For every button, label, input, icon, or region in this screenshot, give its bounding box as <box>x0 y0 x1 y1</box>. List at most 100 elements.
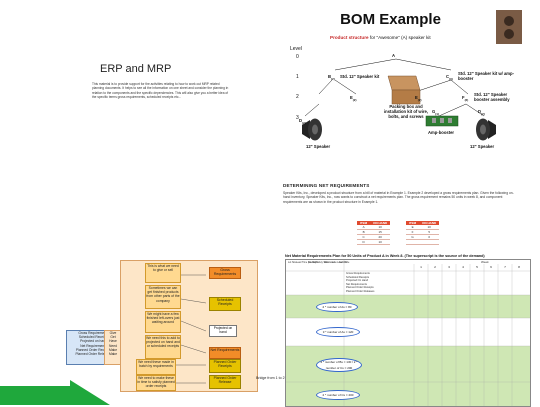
node-g: G(1) <box>432 109 439 116</box>
mrp-verbs-list: Give Get Have Need Make Make <box>104 330 122 365</box>
col-lot-size: Lot Size <box>288 261 297 264</box>
callout-ellipse-2: 3 * number of As = 120 <box>316 327 360 337</box>
flow-arrows <box>176 274 207 384</box>
note-make-2: We need to make these in time to satisfy… <box>136 375 176 391</box>
term-gross: Gross Requirements <box>78 331 109 335</box>
level-header: Level <box>290 46 302 52</box>
col-item: ITEM <box>357 221 371 225</box>
green-arrow-icon <box>0 380 110 405</box>
node-c: C(3) <box>446 74 453 81</box>
bom-tree-lines <box>302 58 496 141</box>
verb-make-2: Make <box>108 352 118 357</box>
col-low-level: Low-Level Code <box>332 261 350 264</box>
net-requirements-paragraph: Speaker Kits, Inc., developed a product … <box>283 191 514 204</box>
node-e-right: E(2) <box>415 95 422 102</box>
erp-slide-title: ERP and MRP <box>100 63 172 75</box>
term-porel: Planned Order Releases <box>75 352 112 357</box>
term-projected: Projected on hand <box>80 339 107 344</box>
plan-grid-lines <box>286 260 530 406</box>
row-net: Net Requirements <box>346 282 367 286</box>
flow-diagram-panel: This is what we need to give or sell Som… <box>120 260 258 392</box>
col-safety: Safety Stock <box>316 261 330 264</box>
plan-band-a <box>286 271 530 295</box>
node-a: A <box>392 53 396 58</box>
row-scheduled: Scheduled Receipts <box>346 275 370 279</box>
col-on-hand: ON HAND <box>370 221 391 225</box>
verb-need: Need <box>109 343 117 348</box>
callout-ellipse-3: 2 * number of Bs = 130 / 2 * number of C… <box>316 358 362 372</box>
node-b: B(2) <box>328 74 335 81</box>
woofer-icon <box>504 29 514 39</box>
note-make-1: We need these made in batch by requireme… <box>136 359 176 375</box>
note-need: We need this to add to projected on hand… <box>145 335 181 359</box>
col-item: ITEM <box>406 221 420 225</box>
term-por: Planned Order Receipts <box>75 347 112 352</box>
verb-get: Get <box>110 335 116 340</box>
node-b-label: Std. 12" Speaker kit <box>340 74 380 79</box>
col-allocated: Allo-cated <box>324 261 335 264</box>
week-numbers: 1 2 3 4 5 6 7 8 <box>420 265 520 269</box>
node-f: F(2) <box>462 95 469 102</box>
node-d-right: D(2) <box>478 109 485 116</box>
level-0: 0 <box>296 54 299 60</box>
speaker-label-right: 12" Speaker <box>470 144 495 149</box>
bom-title: BOM Example <box>340 11 441 28</box>
verb-make: Make <box>108 347 118 352</box>
mrp-plan-table: Lot Size Lead Time (weeks) On Hand Safet… <box>285 259 531 407</box>
node-f-label: Std. 12" Speaker booster assembly <box>474 92 510 102</box>
plan-title: Net Material Requirements Plan for 50 Un… <box>285 254 485 258</box>
node-d-left: D(2) <box>299 118 306 125</box>
node-e-left: E(2) <box>350 95 357 102</box>
callout-ellipse-1: 2 * number of As = 80 <box>316 302 358 312</box>
note-give: This is what we need to give or sell <box>145 263 181 283</box>
row-por: Planned Order Receipts <box>346 286 374 289</box>
bom-subtitle: Product structure for "Awesome" (A) spea… <box>330 35 431 40</box>
plan-band-b <box>286 295 530 318</box>
speaker-label-left: 12" Speaker <box>306 144 331 149</box>
level-2: 2 <box>296 94 299 100</box>
row-porel: Planned Order Releases <box>346 289 375 293</box>
col-on-hand: On Hand <box>308 261 318 264</box>
table-row <box>406 239 440 245</box>
packing-box-label: Packing box and installation kit of wire… <box>384 104 428 119</box>
row-projected: Projected On Hand <box>346 279 369 282</box>
bridge-label: Bridge from 1 to 2 <box>256 376 285 380</box>
node-c-label: Std. 12" Speaker kit w/ amp-booster <box>458 71 514 81</box>
amp-booster-label: Amp-booster <box>428 130 455 135</box>
woofer-icon <box>504 16 514 26</box>
level-3: 3 <box>296 115 299 121</box>
box-projected-on-hand: Projected on hand <box>209 325 237 337</box>
speaker-cabinet-photo <box>496 10 522 44</box>
table-header-row: ITEM ON HAND <box>357 221 391 225</box>
note-have: We might have a few finished left-overs … <box>145 311 181 333</box>
level-1: 1 <box>296 74 299 80</box>
verb-have: Have <box>109 339 117 344</box>
table-header-row: ITEM ON HAND <box>406 221 440 225</box>
term-scheduled: Scheduled Receipts <box>78 335 109 340</box>
box-gross-requirements: Gross Requirements <box>209 267 241 279</box>
verb-give: Give <box>109 331 117 335</box>
col-on-hand: ON HAND <box>419 221 440 225</box>
term-net: Net Requirements <box>80 343 107 348</box>
box-planned-order-release: Planned Order Release <box>209 375 241 389</box>
box-planned-order-receipts: Planned Order Receipts <box>209 359 241 373</box>
week-header: Week <box>481 260 489 264</box>
col-lead-time: Lead Time (weeks) <box>296 261 317 264</box>
row-gross: Gross Requirements <box>346 272 370 275</box>
box-scheduled-receipts: Scheduled Receipts <box>209 297 241 311</box>
bom-slide: BOM Example Product structure for "Aweso… <box>288 8 526 178</box>
note-get: Sometimes we can get finished products f… <box>145 285 181 309</box>
erp-slide-body: This material is to provide support for … <box>92 82 229 100</box>
box-net-requirements: Net Requirements <box>209 347 241 359</box>
callout-ellipse-4: 2 * number of Cs = 200 <box>316 390 360 400</box>
col-item-id: Item ID <box>339 261 347 264</box>
